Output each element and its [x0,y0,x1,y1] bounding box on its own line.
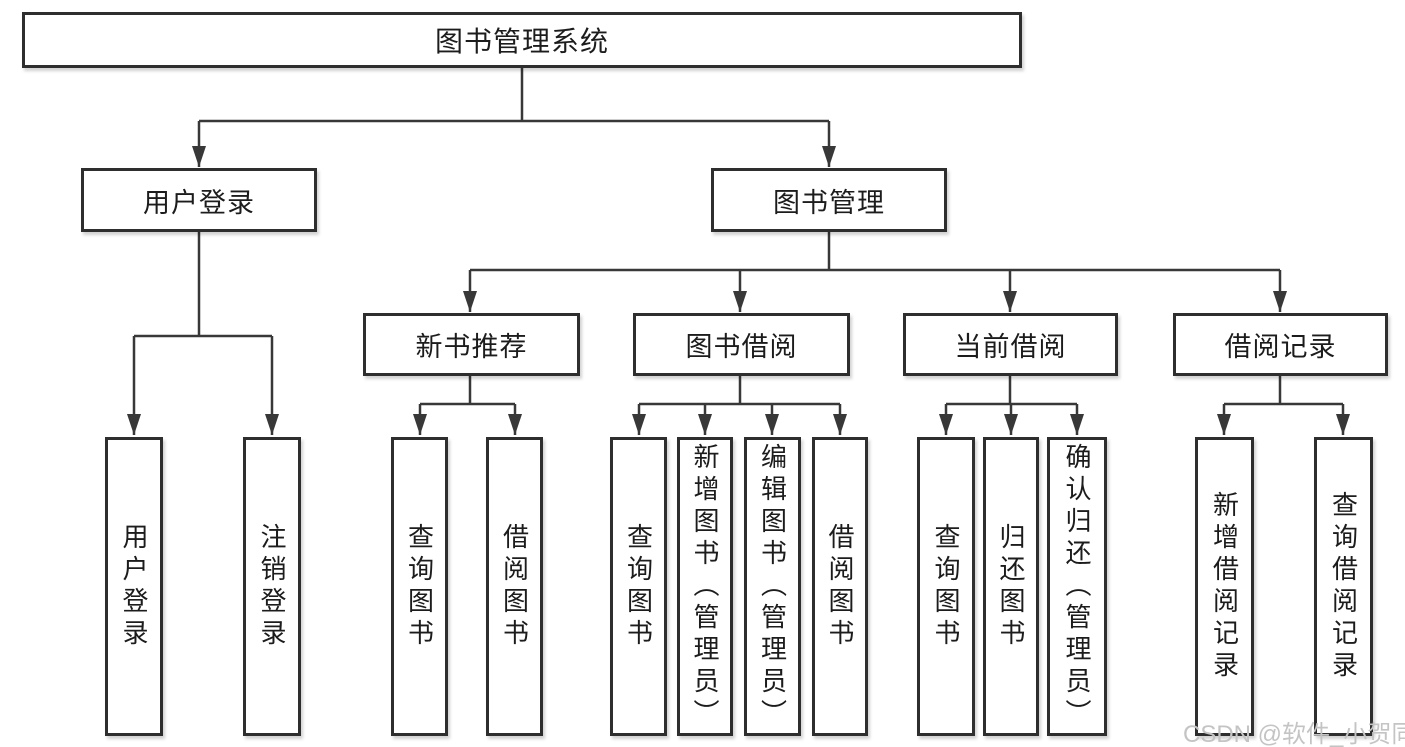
leaf-br-query-borrow-record: 查询借阅记录 [1314,437,1373,736]
connector-current-borrow-split [946,375,1077,406]
leaf-cb-query-books: 查询图书 [917,437,975,736]
connector-book-management-split [470,231,1280,272]
leaf-nb-query-books: 查询图书 [391,437,448,736]
leaf-nb-borrow-books: 借阅图书 [486,437,543,736]
leaf-br-add-borrow-record: 新增借阅记录 [1195,437,1254,736]
leaf-bb-add-books-admin: 新增图书（管理员） [677,437,733,736]
csdn-watermark: CSDN @软件_小贺同学 [1183,721,1405,747]
leaf-logout-login: 注销登录 [243,437,301,736]
node-book-borrow: 图书借阅 [633,313,850,376]
connector-root-split [199,68,829,123]
leaf-bb-edit-books-admin: 编辑图书（管理员） [744,437,801,736]
leaf-cb-confirm-return-admin: 确认归还（管理员） [1047,437,1107,736]
connector-user-login-split [134,231,272,338]
connector-new-book-split [420,375,515,406]
node-user-login: 用户登录 [81,168,317,232]
node-current-borrow: 当前借阅 [903,313,1118,376]
node-borrow-records: 借阅记录 [1173,313,1388,376]
node-library-system: 图书管理系统 [22,12,1022,68]
connector-book-borrow-split [639,375,840,406]
leaf-bb-query-books: 查询图书 [610,437,667,736]
leaf-bb-borrow-books: 借阅图书 [812,437,868,736]
connector-borrow-records-split [1224,375,1343,406]
leaf-cb-return-books: 归还图书 [983,437,1039,736]
leaf-user-login: 用户登录 [105,437,163,736]
node-new-book-recommend: 新书推荐 [363,313,580,376]
node-book-management: 图书管理 [711,168,947,232]
